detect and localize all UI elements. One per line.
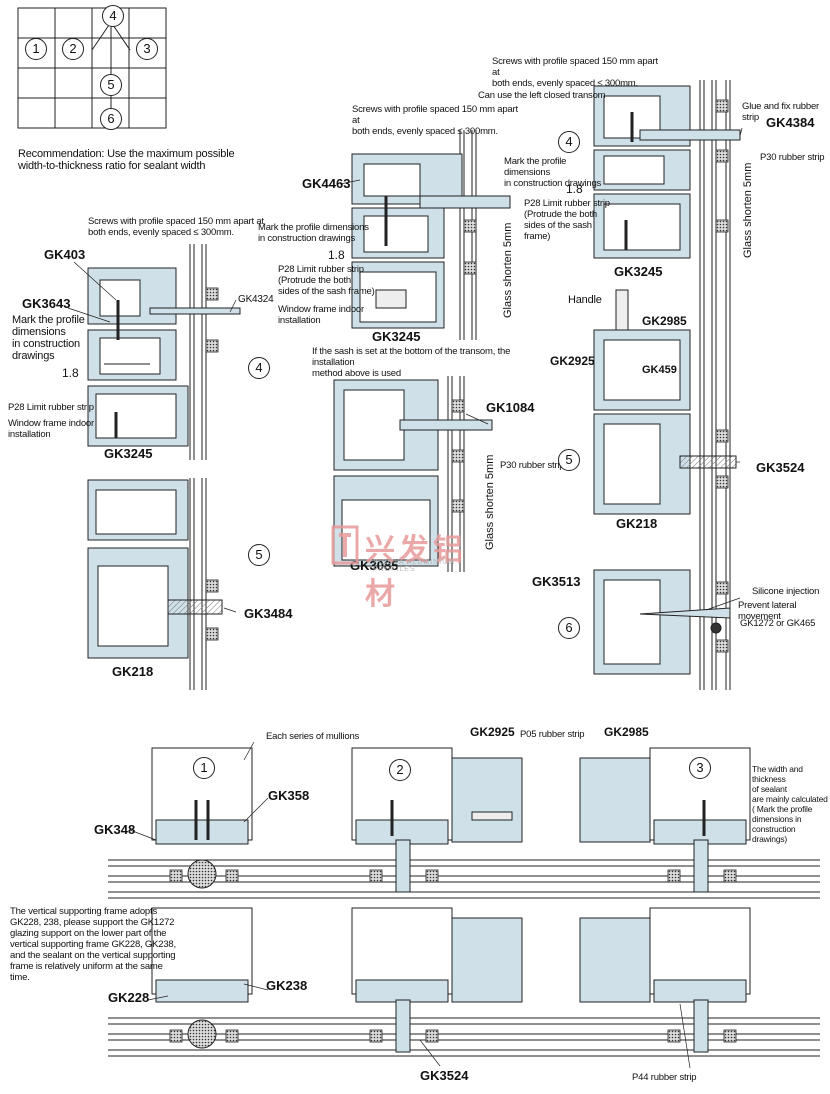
- recommendation-note: Recommendation: Use the maximum possible…: [18, 148, 235, 172]
- tl-screws-note: Screws with profile spaced 150 mm apart …: [88, 216, 264, 238]
- tm-dim-1-8: 1.8: [328, 248, 345, 262]
- bottom-detail-number-2: 2: [389, 759, 411, 781]
- bottom-detail-number-1: 1: [193, 757, 215, 779]
- tm-gk3085-label: GK3085: [350, 558, 399, 573]
- bottom-vertical-note: The vertical supporting frame adopts GK2…: [10, 906, 176, 983]
- bottom-width-note: The width and thickness of sealant are m…: [752, 764, 828, 844]
- tr-p30-note: P30 rubber strip: [760, 152, 825, 163]
- key-number-5: 5: [100, 74, 122, 96]
- tr-handle-label: Handle: [568, 294, 602, 306]
- bottom-p05-note: P05 rubber strip: [520, 729, 585, 740]
- watermark-cn: 兴发铝材: [365, 534, 467, 611]
- tr-dim-1-8: 1.8: [566, 182, 583, 196]
- tr-gk3245-label: GK3245: [614, 264, 663, 279]
- tr-mark-dims-note: Mark the profile dimensions in construct…: [504, 156, 602, 189]
- tl-gk403-label: GK403: [44, 247, 86, 262]
- bottom-gk358-label: GK358: [268, 788, 310, 803]
- section-top-mid: [333, 130, 511, 572]
- bottom-p44-note: P44 rubber strip: [632, 1072, 697, 1083]
- tr-prevent-note: Prevent lateral movement: [738, 600, 797, 622]
- watermark-en: XINGFA ALUMINIUM PROFILES: [373, 559, 456, 573]
- tl-dim-1-8: 1.8: [62, 366, 79, 380]
- tr-gk2985-label: GK2985: [642, 314, 687, 328]
- tm-mark-dims-note: Mark the profile dimensions in construct…: [258, 222, 369, 244]
- tr-glass-shorten-note: Glass shorten 5mm: [742, 162, 754, 258]
- bottom-gk238-label: GK238: [266, 978, 308, 993]
- brand-logo-icon: [331, 525, 359, 565]
- tr-gk3513-label: GK3513: [532, 574, 581, 589]
- bottom-gk2925-label: GK2925: [470, 725, 515, 739]
- bottom-detail-number-3: 3: [689, 757, 711, 779]
- tr-screws-note: Screws with profile spaced 150 mm apart …: [492, 56, 658, 89]
- key-number-1: 1: [25, 38, 47, 60]
- tr-gk2925-label: GK2925: [550, 354, 595, 368]
- tl-detail-number-4: 4: [248, 357, 270, 379]
- key-number-2: 2: [62, 38, 84, 60]
- tl-gk3643-label: GK3643: [22, 296, 71, 311]
- tl-gk218-label: GK218: [112, 664, 154, 679]
- tm-gk4463-label: GK4463: [302, 176, 351, 191]
- tm-window-frame-note: Window frame indoor installation: [278, 304, 364, 326]
- tm-p30-note: P30 rubber strip: [500, 460, 565, 471]
- tr-gk3524-label: GK3524: [756, 460, 805, 475]
- tl-mark-dims-note: Mark the profile dimensions in construct…: [12, 314, 85, 362]
- section-top-left: [87, 244, 241, 690]
- tr-left-closed-note: Can use the left closed transom: [478, 90, 606, 101]
- tr-detail-number-4: 4: [558, 131, 580, 153]
- bottom-gk2985-label: GK2985: [604, 725, 649, 739]
- key-number-6: 6: [100, 108, 122, 130]
- tr-p28-note: P28 Limit rubber strip (Protrude the bot…: [524, 198, 610, 242]
- bottom-gk3524-label: GK3524: [420, 1068, 469, 1083]
- tl-gk3245-label: GK3245: [104, 446, 153, 461]
- section-top-right: [593, 80, 741, 690]
- bottom-each-series-note: Each series of mullions: [266, 731, 360, 742]
- tm-p28-note: P28 Limit rubber strip (Protrude the bot…: [278, 264, 375, 297]
- key-grid: [17, 7, 167, 129]
- key-number-3: 3: [136, 38, 158, 60]
- tm-screws-note: Screws with profile spaced 150 mm apart …: [352, 104, 518, 137]
- tr-gk4384-label: GK4384: [766, 115, 815, 130]
- brand-watermark: 兴发铝材 XINGFA ALUMINIUM PROFILES: [325, 523, 500, 611]
- leader-lines: [67, 127, 743, 1069]
- tl-gk4324-label: GK4324: [238, 294, 274, 305]
- key-number-4: 4: [102, 5, 124, 27]
- tr-detail-number-5: 5: [558, 449, 580, 471]
- tl-gk3484-label: GK3484: [244, 606, 293, 621]
- bottom-gk348-label: GK348: [94, 822, 136, 837]
- tm-gk1084-label: GK1084: [486, 400, 535, 415]
- tl-window-frame-note: Window frame indoor installation: [8, 418, 94, 440]
- tl-p28-note: P28 Limit rubber strip: [8, 402, 94, 413]
- tr-detail-number-6: 6: [558, 617, 580, 639]
- tr-gk218-label: GK218: [616, 516, 658, 531]
- tr-gk459-label: GK459: [642, 364, 677, 376]
- tl-detail-number-5: 5: [248, 544, 270, 566]
- tm-glass-shorten-note: Glass shorten 5mm: [502, 222, 514, 318]
- tr-glue-fix-note: Glue and fix rubber strip: [742, 101, 819, 123]
- section-bottom: [108, 747, 820, 1057]
- tm-sash-note: If the sash is set at the bottom of the …: [312, 346, 511, 379]
- tr-silicone-note: Silicone injection: [752, 586, 820, 597]
- tr-gk1272-note: GK1272 or GK465: [740, 618, 816, 629]
- bottom-gk228-label: GK228: [108, 990, 150, 1005]
- tm-gk3245-label: GK3245: [372, 329, 421, 344]
